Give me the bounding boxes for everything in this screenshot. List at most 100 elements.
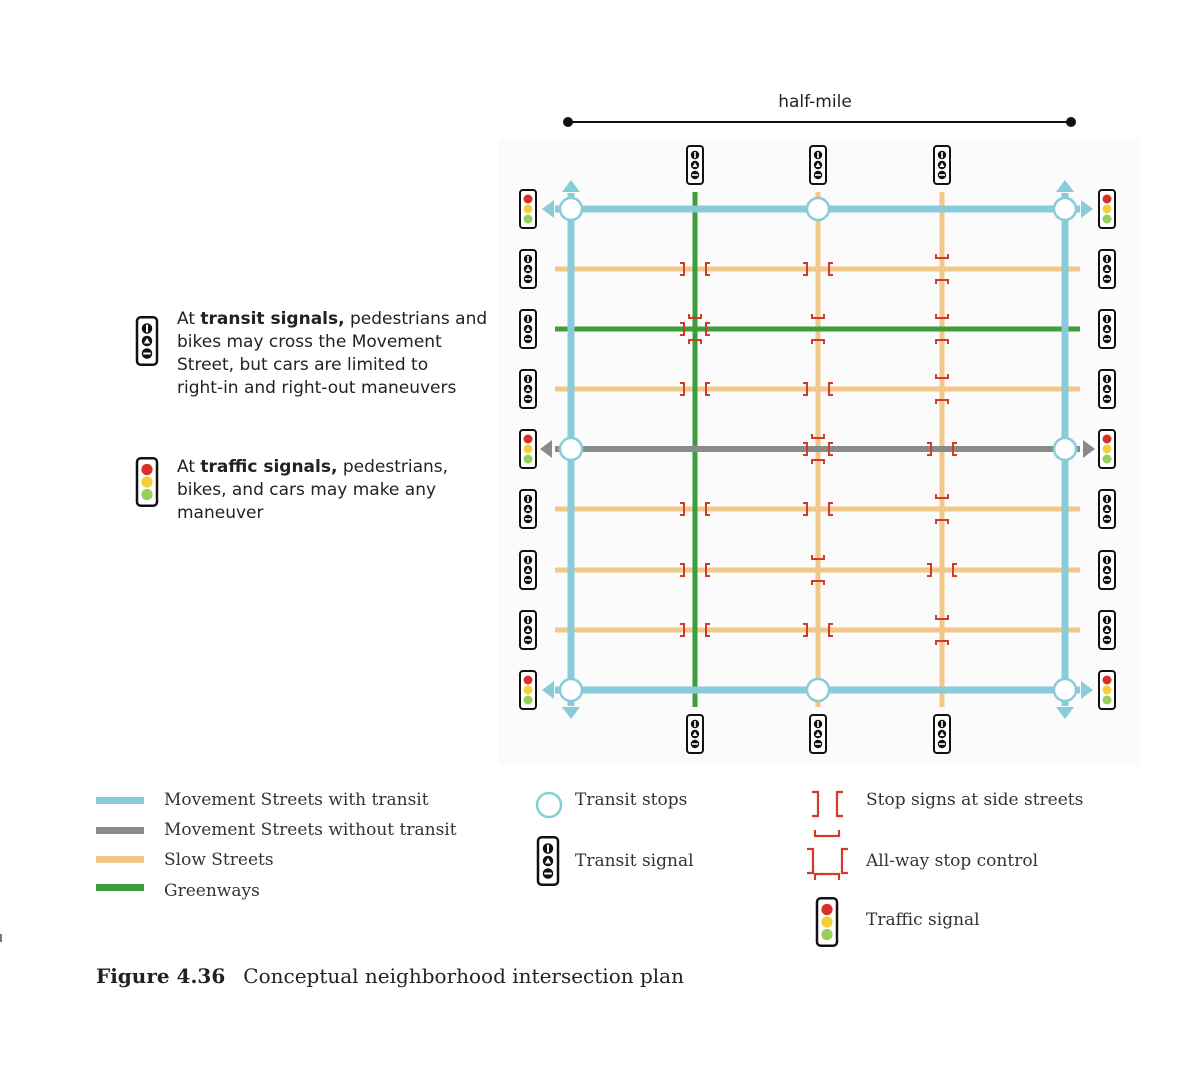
signal-triangle [939,162,945,167]
signal-lamp-green [1102,214,1112,224]
signal-triangle [1104,506,1110,511]
stop-signs-icon [812,790,843,818]
stop-bracket [680,502,685,516]
stop-signs-icon [803,382,833,396]
stop-bracket [803,382,808,396]
stop-signs-icon [935,314,949,344]
signal-lamp-green [1102,695,1112,705]
signal-bar [525,639,531,641]
signal-lamp-red [523,675,533,685]
legend-slow: Slow Streets [164,850,274,870]
signal-bar [527,496,529,502]
stop-bracket [811,459,825,464]
transit-signal-icon [1098,550,1116,590]
stop-bracket [828,262,833,276]
transit-note-bold: transit signals, [200,309,345,329]
stop-bracket [813,872,841,880]
signal-bar [941,721,943,727]
legend-swatch-movement-transit [96,797,144,804]
stop-bracket [680,623,685,637]
scale-label: half-mile [778,92,852,112]
stop-bracket [688,339,702,344]
signal-bar [939,743,945,745]
transit-signal-icon [1098,610,1116,650]
stop-bracket [705,262,710,276]
signal-bar [692,743,698,745]
stop-signs-icon [811,555,825,585]
stop-signs-icon [935,494,949,524]
signal-bar [525,518,531,520]
signal-bar [525,338,531,340]
arrow-left-icon [542,681,554,699]
stop-signs-icon [680,502,710,516]
signal-lamp-green [821,928,833,941]
stop-bracket [680,322,685,336]
signal-triangle [939,731,945,736]
signal-bar [527,376,529,382]
stop-bracket [811,555,825,560]
signal-triangle [525,326,531,331]
transit-signal-icon [519,610,537,650]
signal-bar [1106,256,1108,262]
traffic-signal-note: At traffic signals, pedestrians, bikes, … [177,456,497,525]
stop-bracket [935,640,949,645]
signal-bar [527,617,529,623]
signal-triangle [143,337,151,344]
stop-signs-icon [803,442,833,456]
traffic-note-line2: bikes, and cars may make any [177,480,437,500]
signal-lamp-green [523,454,533,464]
transit-signal-icon [1098,249,1116,289]
signal-lamp-green [523,695,533,705]
traffic-signal-icon [519,670,537,710]
signal-triangle [692,731,698,736]
transit-signal-icon [519,369,537,409]
signal-triangle [525,567,531,572]
stop-signs-icon [680,623,710,637]
signal-bar [1106,557,1108,563]
signal-bar [1104,518,1110,520]
legend-movement-transit: Movement Streets with transit [164,790,429,810]
signal-triangle [525,627,531,632]
transit-stop-icon [1052,196,1078,222]
legend-swatch-movement-no-transit [96,827,144,834]
transit-stop-icon [1052,677,1078,703]
transit-stop-icon [558,196,584,222]
signal-bar [527,256,529,262]
signal-bar [1106,617,1108,623]
traffic-note-line3: maneuver [177,503,264,523]
legend-swatch-slow [96,856,144,863]
stop-bracket [811,580,825,585]
transit-signal-icon [933,145,951,185]
transit-note-line4: right-in and right-out maneuvers [177,378,457,398]
stop-bracket [811,434,825,439]
stop-bracket [811,339,825,344]
signal-bar [143,352,151,355]
signal-bar [941,152,943,158]
stop-bracket [680,262,685,276]
stop-bracket [828,382,833,396]
signal-triangle [1104,266,1110,271]
stop-signs-icon [803,502,833,516]
stop-bracket [935,519,949,524]
signal-bar [1104,338,1110,340]
signal-triangle [1104,627,1110,632]
stop-bracket [680,563,685,577]
transit-signal-icon [809,714,827,754]
traffic-signal-icon [815,897,839,947]
signal-bar [1106,316,1108,322]
stop-signs-icon [927,442,957,456]
page-edge-mark [0,934,2,942]
stop-bracket [812,790,820,818]
stop-bracket [935,314,949,319]
stop-bracket [828,502,833,516]
transit-signal-icon [135,316,159,366]
legend-all-way-stop: All-way stop control [866,851,1039,871]
traffic-signal-icon [1098,189,1116,229]
figure-number: Figure 4.36 [96,964,226,988]
signal-triangle [525,386,531,391]
stop-bracket [807,847,815,875]
stop-bracket [935,374,949,379]
signal-bar [544,872,552,875]
traffic-note-pre: At [177,457,201,477]
stop-bracket [803,623,808,637]
